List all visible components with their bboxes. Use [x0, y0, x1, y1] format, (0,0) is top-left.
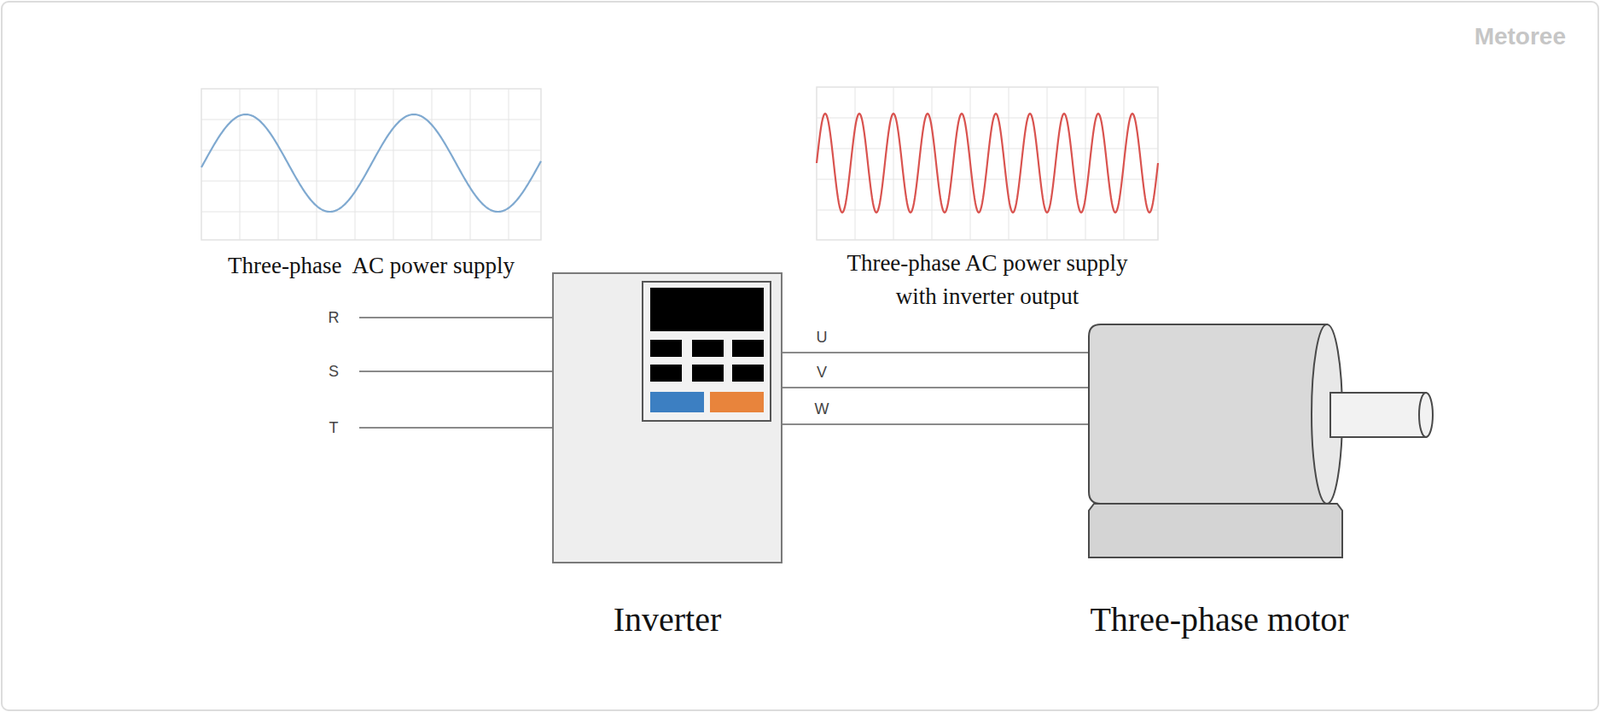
node-caption: Inverter — [556, 594, 779, 645]
inverter-box: Inverter — [552, 272, 783, 564]
chart-grid — [816, 87, 1158, 240]
node-caption: Three-phase motor — [1040, 594, 1399, 645]
motor-body — [1088, 324, 1327, 504]
keypad-button — [692, 339, 724, 357]
inverter-housing — [552, 273, 782, 563]
keypad-button — [650, 339, 682, 357]
keypad-button — [732, 364, 764, 382]
phase-label: V — [816, 363, 827, 382]
chart-grid — [201, 88, 542, 240]
wave-illustration — [201, 88, 542, 240]
node-caption: Three-phase AC power supply with inverte… — [825, 246, 1150, 314]
inverter-illustration — [552, 272, 783, 564]
terminal-name: T — [329, 418, 339, 437]
keypad-button — [732, 339, 764, 357]
chart-frame — [816, 87, 1158, 240]
terminal-name: R — [328, 308, 340, 327]
sine-wave — [816, 113, 1158, 213]
phase-label: U — [816, 328, 828, 347]
waveform-chart: Three-phase AC power supply — [201, 88, 542, 240]
run-button — [650, 391, 704, 413]
motor-base — [1088, 503, 1343, 558]
phase-label: W — [814, 400, 830, 419]
control-panel — [642, 281, 771, 421]
wave-illustration — [816, 87, 1158, 240]
input-wire — [359, 316, 553, 319]
keypad-button — [692, 364, 724, 382]
output-wire — [782, 351, 1089, 354]
motor-drawing: Three-phase motor — [1088, 324, 1434, 558]
chart-frame — [201, 88, 542, 240]
terminal-name: S — [328, 362, 339, 381]
node-caption: Three-phase AC power supply — [170, 249, 572, 283]
input-wire — [359, 426, 553, 429]
shaft-end — [1419, 392, 1433, 437]
motor-shaft — [1330, 392, 1426, 437]
stop-button — [709, 391, 764, 413]
sine-wave — [201, 114, 542, 212]
waveform-chart: Three-phase AC power supply with inverte… — [816, 87, 1158, 240]
keypad-button — [650, 364, 682, 382]
motor-illustration — [1088, 324, 1434, 558]
output-wire — [782, 386, 1089, 389]
display-screen — [650, 287, 764, 332]
input-wire — [359, 370, 553, 373]
watermark: Metoree — [1474, 23, 1566, 51]
output-wire — [782, 423, 1089, 425]
